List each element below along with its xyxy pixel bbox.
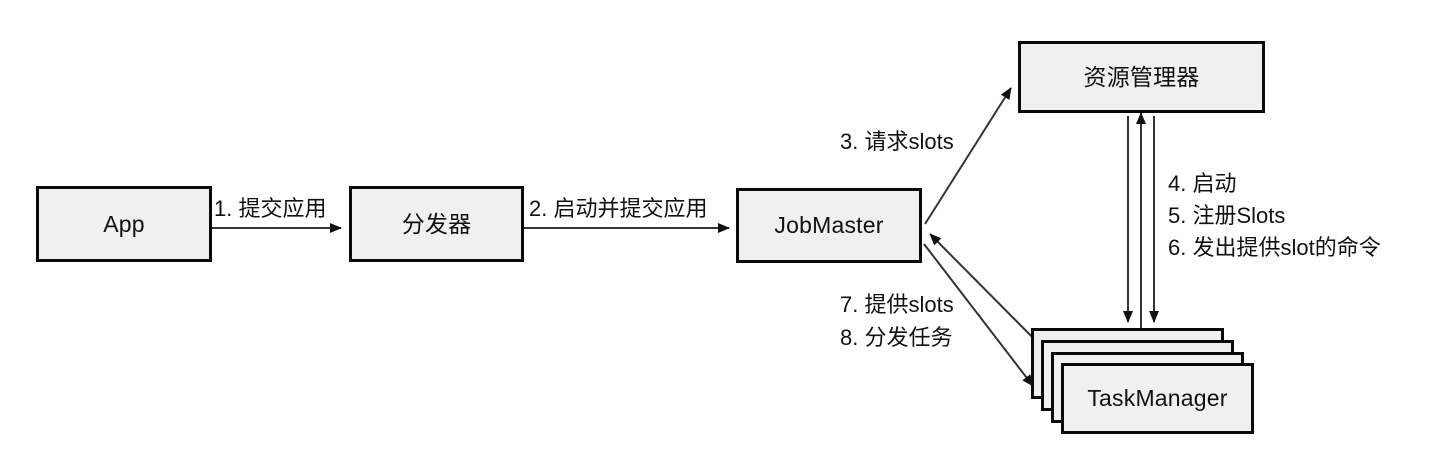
edge-label-block-vertical: 4. 启动 5. 注册Slots 6. 发出提供slot的命令 — [1168, 168, 1381, 264]
node-app[interactable]: App — [36, 186, 212, 262]
node-taskmanager[interactable]: TaskManager — [1061, 363, 1254, 434]
edge-jobmaster-to-taskmanager — [923, 243, 1034, 387]
edge-label-7-provide-slots: 7. 提供slots — [838, 289, 956, 321]
edge-label-8-distribute-tasks: 8. 分发任务 — [838, 322, 955, 354]
node-taskmanager-label: TaskManager — [1087, 385, 1228, 411]
edge-label-4-start: 4. 启动 — [1168, 171, 1237, 196]
node-resourcemanager[interactable]: 资源管理器 — [1018, 41, 1265, 113]
edge-jobmaster-to-resourcemanager — [924, 87, 1012, 225]
edge-label-6-issue-provide-slot-command: 6. 发出提供slot的命令 — [1168, 234, 1381, 260]
edge-label-5-register-slots: 5. 注册Slots — [1168, 202, 1286, 228]
node-jobmaster[interactable]: JobMaster — [736, 188, 922, 263]
node-dispatcher-label: 分发器 — [401, 210, 472, 237]
node-jobmaster-label: JobMaster — [774, 212, 884, 238]
node-dispatcher[interactable]: 分发器 — [349, 186, 524, 262]
edge-label-2-start-and-submit-app: 2. 启动并提交应用 — [527, 193, 710, 225]
edge-label-1-submit-app: 1. 提交应用 — [212, 193, 329, 225]
edge-label-3-request-slots: 3. 请求slots — [838, 126, 956, 158]
node-app-label: App — [103, 210, 145, 237]
node-resourcemanager-label: 资源管理器 — [1083, 63, 1200, 90]
